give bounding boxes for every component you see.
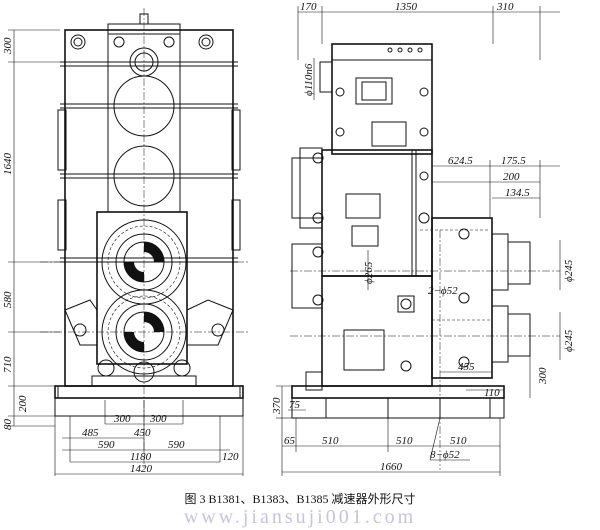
dim-110: 110	[484, 387, 500, 399]
dim-width-590a: 590	[98, 439, 115, 451]
dim-dia-245a: ϕ245	[563, 259, 575, 282]
dim-65: 65	[284, 435, 296, 447]
dim-top-310: 310	[496, 1, 514, 13]
dim-dia-245b: ϕ245	[563, 329, 575, 352]
dim-134-5: 134.5	[505, 187, 530, 199]
dim-510b: 510	[396, 435, 413, 447]
dim-75: 75	[289, 399, 301, 411]
dim-dia-265: ϕ265	[363, 261, 375, 284]
side-view: 170 1350 310 ϕ110n6	[271, 1, 575, 476]
dim-top-170: 170	[300, 1, 317, 13]
dim-175-5: 175.5	[501, 155, 526, 167]
dim-455: 455	[458, 361, 475, 373]
dim-8-dia-52: 8−ϕ52	[430, 449, 460, 461]
dim-height-2: 1640	[2, 153, 14, 176]
front-housing-outline	[64, 29, 234, 387]
dim-width-300a: 300	[113, 413, 131, 425]
dim-width-1180: 1180	[130, 451, 152, 463]
dim-top-1350: 1350	[395, 1, 418, 13]
dim-height-5: 200	[17, 395, 29, 412]
dim-510c: 510	[450, 435, 467, 447]
dim-height-4: 710	[2, 356, 14, 373]
dim-200: 200	[503, 171, 520, 183]
watermark-text: www.jiansuji001.com	[183, 506, 417, 528]
dim-shaft: ϕ110n6	[303, 63, 315, 96]
dim-width-1420: 1420	[130, 463, 153, 475]
dim-width-590b: 590	[168, 439, 185, 451]
dim-height-3: 580	[2, 291, 14, 308]
dim-510a: 510	[322, 435, 339, 447]
front-base	[54, 397, 244, 417]
dim-width-450: 450	[134, 427, 151, 439]
dim-1660: 1660	[380, 461, 403, 473]
side-upper-housing	[331, 43, 433, 155]
dim-width-485: 485	[82, 427, 99, 439]
dim-height-1: 300	[2, 37, 14, 55]
dim-width-300b: 300	[149, 413, 167, 425]
figure-caption: 图 3 B1381、B1383、B1385 减速器外形尺寸	[184, 492, 416, 506]
dim-370: 370	[271, 397, 283, 415]
dim-width-120: 120	[222, 451, 239, 463]
side-base	[291, 397, 505, 419]
dim-height-6: 80	[2, 419, 14, 431]
dim-624-5: 624.5	[448, 155, 473, 167]
front-view: 300 1640 580 710 200 80 300 300 485 450 …	[2, 8, 250, 476]
dim-2-dia-52: 2−ϕ52	[428, 285, 458, 297]
dim-300-right: 300	[537, 367, 549, 385]
